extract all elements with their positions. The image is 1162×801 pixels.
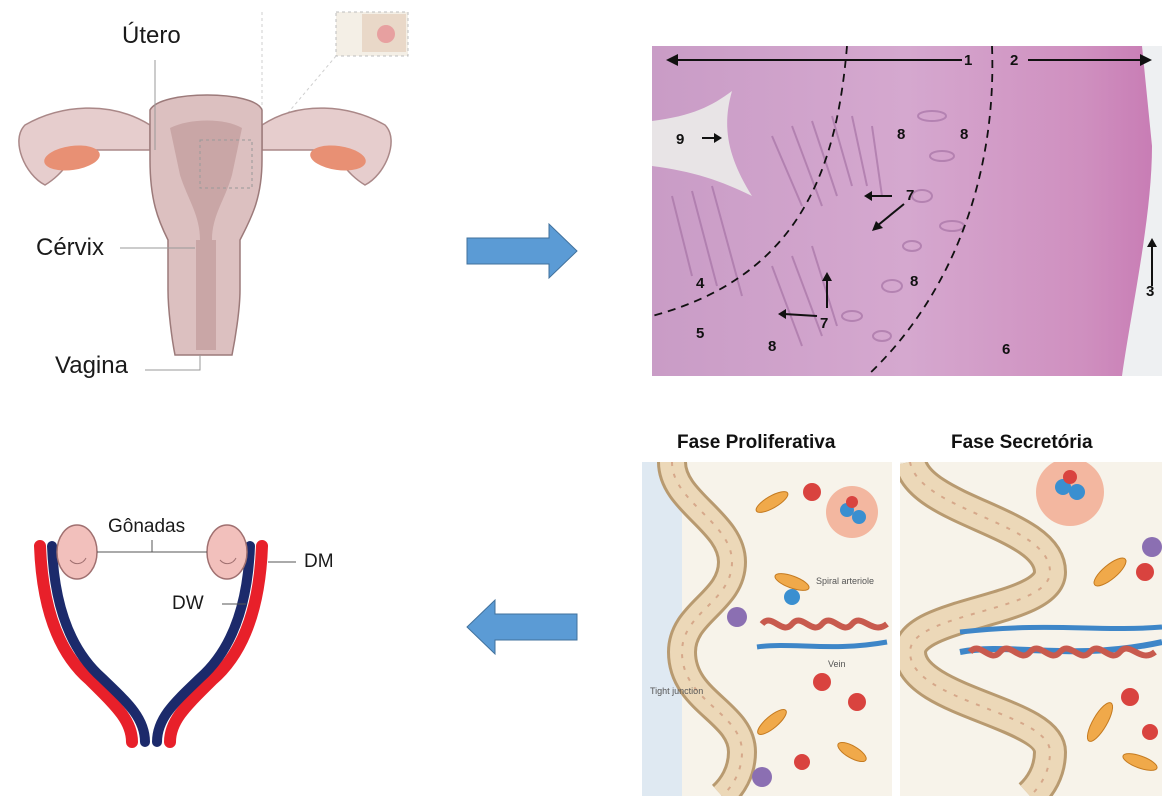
histo-num-7b: 7: [820, 315, 828, 332]
arrow-right-icon: [465, 222, 580, 280]
histo-num-6: 6: [1002, 341, 1010, 358]
gonadas-label: Gônadas: [108, 516, 185, 538]
uterus-diagram: Útero Cérvix Vagina: [0, 0, 420, 390]
dm-label: DM: [304, 551, 334, 573]
proliferative-phase-title: Fase Proliferativa: [677, 432, 835, 454]
tight-junction-label: Tight junction: [650, 686, 703, 696]
proliferative-phase-illustration: Spiral arteriole Vein Tight junction: [642, 462, 892, 796]
histo-num-8a: 8: [897, 126, 905, 143]
dw-label: DW: [172, 593, 204, 615]
uterus-illustration: [0, 0, 420, 390]
cervix-label: Cérvix: [36, 234, 104, 262]
histo-num-7a: 7: [906, 187, 914, 204]
spiral-arteriole-label: Spiral arteriole: [816, 576, 874, 586]
histology-micrograph: 1 2 3 4 5 6 7 7 7 8 8 8 8 8 9: [652, 46, 1162, 376]
vagina-label: Vagina: [55, 352, 128, 380]
vein-label: Vein: [828, 659, 846, 669]
histo-num-3: 3: [1146, 283, 1154, 300]
histo-num-1: 1: [964, 52, 972, 69]
duct-diagram: Gônadas DM DW: [0, 500, 420, 760]
arrow-left-icon: [465, 598, 580, 656]
histo-num-8d: 8: [768, 338, 776, 355]
gonad-right: [207, 525, 247, 579]
histo-num-9: 9: [676, 131, 684, 148]
histo-num-8c: 8: [910, 273, 918, 290]
histo-num-8b: 8: [960, 126, 968, 143]
secretory-phase-title: Fase Secretória: [951, 432, 1093, 454]
histo-num-4: 4: [696, 275, 705, 292]
utero-label: Útero: [122, 22, 181, 50]
gonad-left: [57, 525, 97, 579]
histo-num-5: 5: [696, 325, 704, 342]
secretory-phase-illustration: [900, 462, 1162, 796]
histo-num-2: 2: [1010, 52, 1018, 69]
